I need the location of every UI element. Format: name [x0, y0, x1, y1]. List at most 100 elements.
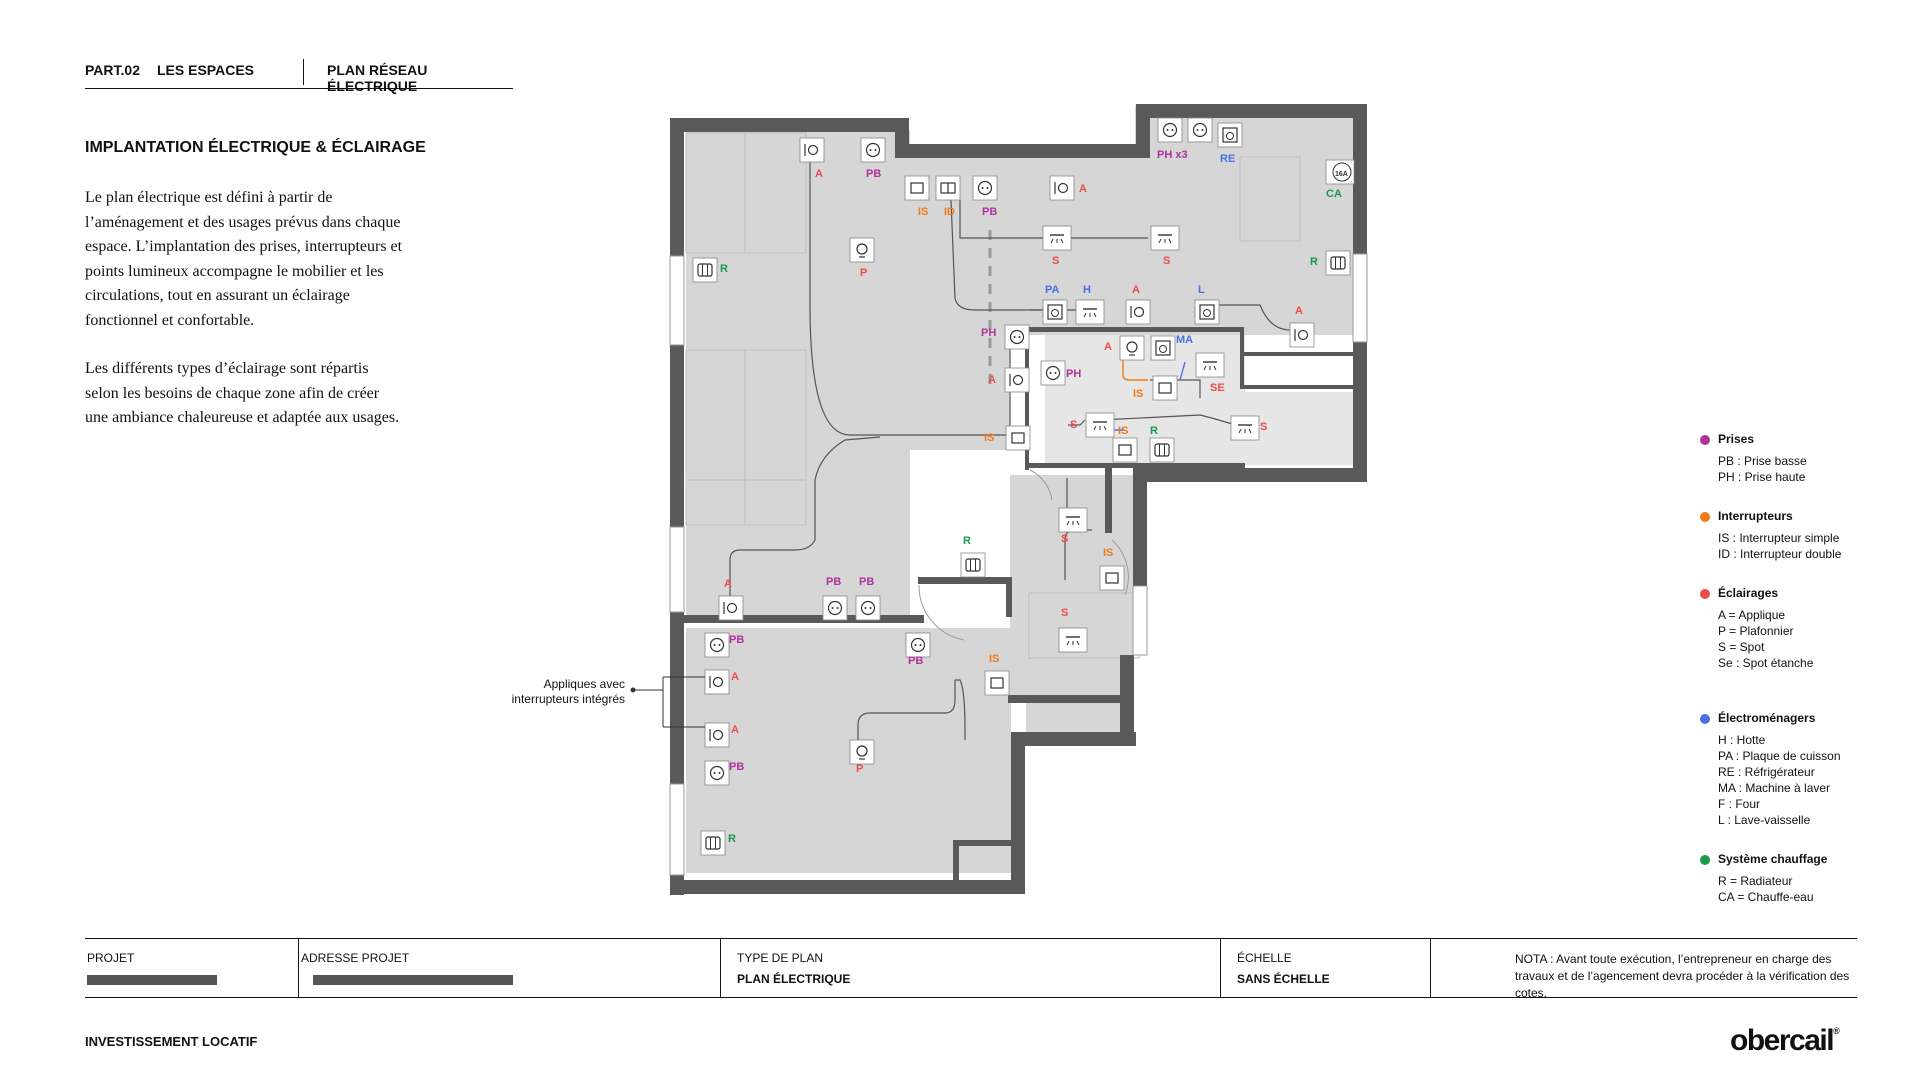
legend-item: P = Plafonnier: [1718, 624, 1794, 638]
callout-note: Appliques avec interrupteurs intégrés: [470, 677, 625, 707]
ceiling-light-icon: [1119, 335, 1145, 361]
plug-icon: [1004, 324, 1030, 350]
projet-redacted: [87, 975, 217, 985]
legend-item: F : Four: [1718, 797, 1761, 811]
label-radiateur: R: [963, 535, 971, 547]
plug-icon: [704, 760, 730, 786]
legend-eclairages: Éclairages A = Applique P = Plafonnier S…: [1700, 586, 1900, 671]
applique-icon: [1289, 322, 1315, 348]
label-spot: S: [1070, 419, 1077, 431]
plug-icon: [972, 175, 998, 201]
radiator-icon: [692, 257, 718, 283]
label-hotte: H: [1083, 284, 1091, 296]
spot-icon: [1085, 412, 1115, 438]
applique-icon: [718, 595, 744, 621]
part-number: PART.02: [85, 62, 140, 78]
label-applique: A: [731, 724, 739, 736]
callout-line-2: interrupteurs intégrés: [511, 692, 625, 706]
interrupteur-dot-icon: [1700, 512, 1710, 522]
title-block: PROJET ADRESSE PROJET TYPE DE PLAN PLAN …: [85, 938, 1857, 1000]
label-interrupteur-simple: IS: [984, 432, 994, 444]
radiator-icon: [1149, 437, 1175, 463]
legend-item: PB : Prise basse: [1718, 454, 1807, 468]
ceiling-light-icon: [849, 237, 875, 263]
waterproof-spot-icon: [1195, 352, 1225, 378]
header-bar: PART.02 LES ESPACES PLAN RÉSEAU ÉLECTRIQ…: [85, 59, 513, 94]
label-spot: S: [1260, 421, 1267, 433]
brand-registered-mark: ®: [1833, 1026, 1840, 1036]
adresse-cell: ADRESSE PROJET: [298, 939, 720, 998]
nota-text: NOTA : Avant toute exécution, l’entrepre…: [1515, 952, 1850, 1000]
plug-icon: [860, 137, 886, 163]
label-spot: S: [1052, 255, 1059, 267]
label-lave-vaisselle: L: [1198, 284, 1205, 296]
label-applique: A: [724, 578, 732, 590]
switch-icon: [984, 670, 1010, 696]
label-prise-basse: PB: [826, 576, 841, 588]
dishwasher-icon: [1194, 299, 1220, 325]
legend-prises: Prises PB : Prise basse PH : Prise haute: [1700, 432, 1900, 485]
header-divider: [303, 59, 304, 85]
label-refrigerateur: RE: [1220, 153, 1235, 165]
label-machine-laver: MA: [1176, 334, 1193, 346]
hob-icon: [1042, 299, 1068, 325]
legend-item: PA : Plaque de cuisson: [1718, 749, 1841, 763]
legend-item: RE : Réfrigérateur: [1718, 765, 1815, 779]
hood-icon: [1075, 299, 1105, 325]
ceiling-light-icon: [849, 739, 875, 765]
legend-chauffage: Système chauffage R = Radiateur CA = Cha…: [1700, 852, 1900, 905]
radiator-icon: [1325, 250, 1351, 276]
plug-icon: [905, 632, 931, 658]
label-applique: A: [1079, 183, 1087, 195]
plug-icon: [1187, 117, 1213, 143]
label-prise-haute: PH: [1066, 368, 1081, 380]
legend-interrupteurs: Interrupteurs IS : Interrupteur simple I…: [1700, 509, 1900, 562]
label-radiateur: R: [1150, 425, 1158, 437]
type-label: TYPE DE PLAN: [737, 951, 824, 965]
legend-item: IS : Interrupteur simple: [1718, 531, 1840, 545]
description-paragraph-2: Les différents types d’éclairage sont ré…: [85, 360, 400, 426]
label-chauffe-eau: CA: [1326, 188, 1342, 200]
nota-cell: [1430, 939, 1857, 998]
legend-electromenagers: Électroménagers H : Hotte PA : Plaque de…: [1700, 711, 1900, 828]
switch-icon: [1005, 425, 1031, 451]
echelle-cell: ÉCHELLE SANS ÉCHELLE: [1220, 939, 1430, 998]
plan-title: PLAN RÉSEAU ÉLECTRIQUE: [327, 62, 428, 94]
label-radiateur: R: [728, 833, 736, 845]
legend-title: Système chauffage: [1718, 852, 1828, 866]
type-value: PLAN ÉLECTRIQUE: [737, 972, 851, 986]
page-title: IMPLANTATION ÉLECTRIQUE & ÉCLAIRAGE: [85, 139, 426, 156]
radiator-icon: [960, 552, 986, 578]
label-interrupteur-simple: IS: [989, 653, 999, 665]
project-type: INVESTISSEMENT LOCATIF: [85, 1034, 258, 1049]
label-applique: A: [988, 374, 996, 386]
label-16a: 16A: [1335, 171, 1348, 178]
label-prise-haute: PH: [981, 327, 996, 339]
spot-icon: [1058, 507, 1088, 533]
applique-icon: [1049, 175, 1075, 201]
label-applique: A: [1295, 305, 1303, 317]
applique-icon: [704, 722, 730, 748]
fridge-icon: [1217, 122, 1243, 148]
label-spot: S: [1163, 255, 1170, 267]
legend-item: A = Applique: [1718, 608, 1786, 622]
walls: [670, 104, 1367, 895]
spot-icon: [1150, 225, 1180, 251]
chauffage-dot-icon: [1700, 855, 1710, 865]
legend-title: Interrupteurs: [1718, 509, 1793, 523]
label-applique: A: [731, 671, 739, 683]
built-in-storage: [685, 132, 1301, 659]
description: Le plan électrique est défini à partir d…: [85, 186, 405, 431]
label-prise-basse: PB: [729, 634, 744, 646]
plug-icon: [855, 595, 881, 621]
legend-title: Éclairages: [1718, 586, 1779, 600]
section-title: LES ESPACES: [157, 62, 254, 78]
label-applique: A: [1104, 341, 1112, 353]
label-interrupteur-simple: IS: [1133, 388, 1143, 400]
double-switch-icon: [935, 175, 961, 201]
plug-icon: [704, 632, 730, 658]
applique-icon: [799, 137, 825, 163]
spot-icon: [1058, 627, 1088, 653]
legend-item: CA = Chauffe-eau: [1718, 890, 1814, 904]
